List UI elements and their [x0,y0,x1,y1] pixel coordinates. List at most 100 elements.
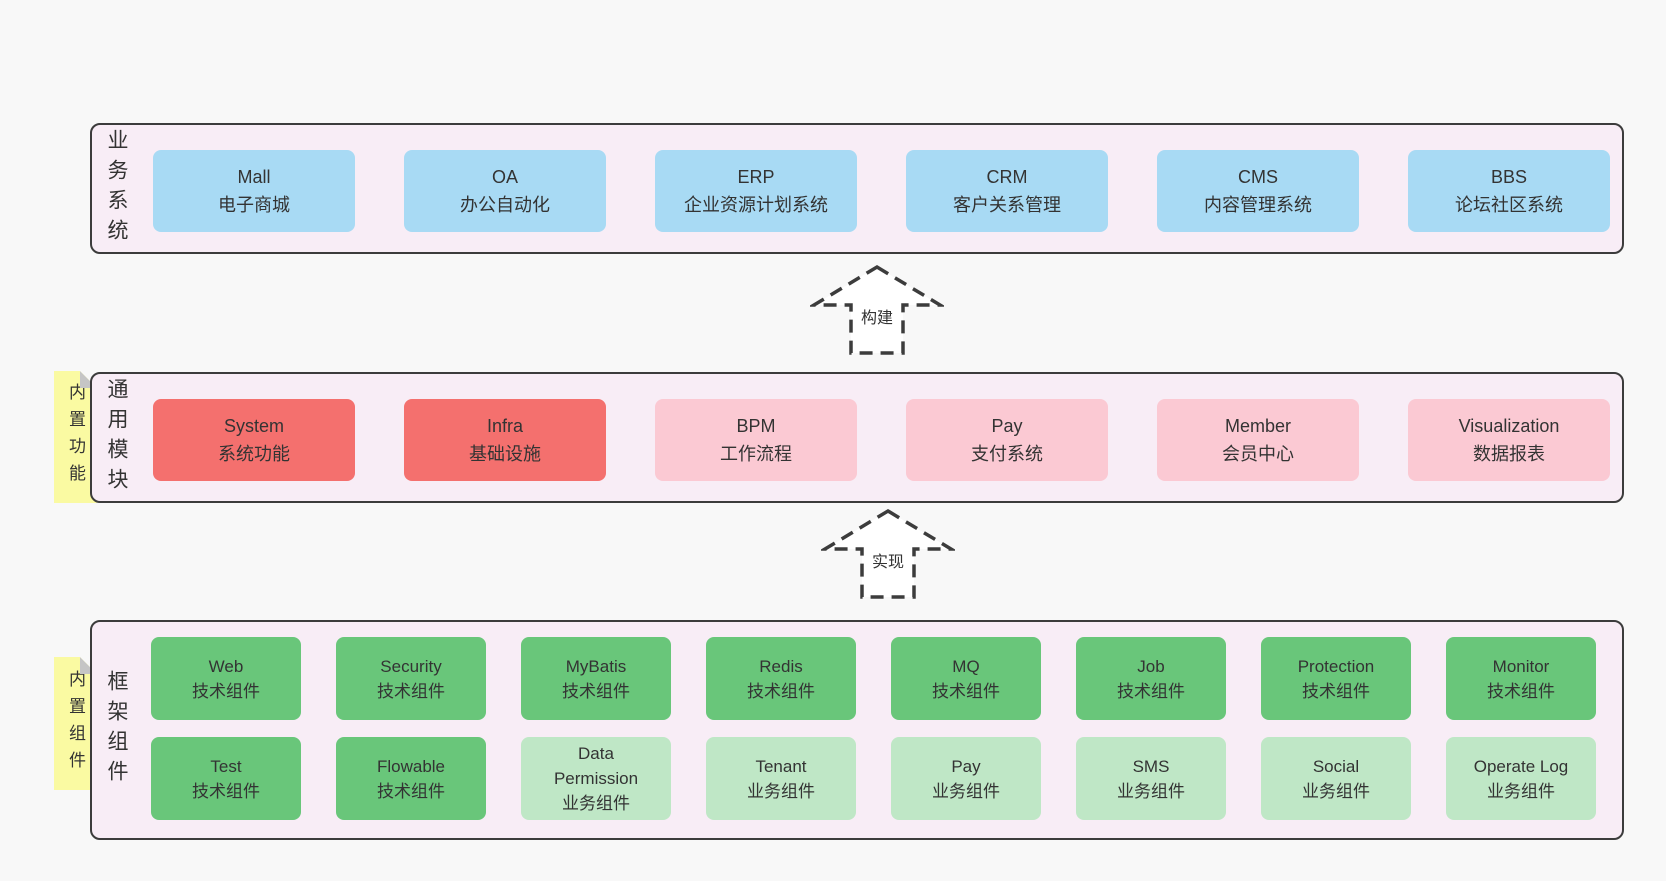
band-label-framework-components: 框架组件 [101,622,131,838]
box-subtitle: 办公自动化 [460,195,550,215]
box-job: Job 技术组件 [1076,637,1226,720]
build-arrow: 构建 [810,264,944,356]
box-title: OA [491,167,518,187]
box-pay-system: Pay 支付系统 [906,399,1108,481]
box-security: Security 技术组件 [336,637,486,720]
box-title: Infra [486,416,524,436]
box-subtitle: 业务组件 [1117,781,1185,801]
box-infra: Infra 基础设施 [404,399,606,481]
box-test: Test 技术组件 [151,737,301,820]
common-modules-row: System 系统功能 Infra 基础设施 BPM 工作流程 Pay 支付系统… [153,399,1610,481]
box-crm: CRM 客户关系管理 [906,150,1108,232]
box-title: Security [380,656,442,676]
box-subtitle: 基础设施 [469,444,541,464]
framework-row-1: Web 技术组件 Security 技术组件 MyBatis 技术组件 Redi… [151,637,1596,720]
box-subtitle: 技术组件 [1302,681,1370,701]
box-title: MyBatis [565,656,627,676]
box-member: Member 会员中心 [1157,399,1359,481]
box-erp: ERP 企业资源计划系统 [655,150,857,232]
box-title: Visualization [1458,416,1560,436]
box-title: BBS [1490,167,1528,187]
box-subtitle: 系统功能 [218,444,290,464]
framework-row-2: Test 技术组件 Flowable 技术组件 Data Permission … [151,737,1596,820]
box-title: Flowable [376,756,446,776]
box-subtitle: 技术组件 [377,681,445,701]
box-subtitle: 业务组件 [747,781,815,801]
box-subtitle: 技术组件 [747,681,815,701]
box-title: System [223,416,284,436]
band-label-business-systems: 业务系统 [101,125,131,252]
box-redis: Redis 技术组件 [706,637,856,720]
box-title: BPM [736,416,776,436]
box-system: System 系统功能 [153,399,355,481]
box-subtitle: 技术组件 [1487,681,1555,701]
box-title: CMS [1238,167,1278,187]
box-bpm: BPM 工作流程 [655,399,857,481]
band-label-common-modules: 通用模块 [101,374,131,501]
box-title: Job [1137,656,1165,676]
box-title: SMS [1132,756,1170,776]
box-subtitle: 会员中心 [1222,444,1294,464]
box-cms: CMS 内容管理系统 [1157,150,1359,232]
implement-arrow: 实现 [821,508,955,600]
box-tenant: Tenant 业务组件 [706,737,856,820]
box-subtitle: 技术组件 [1117,681,1185,701]
box-subtitle: 客户关系管理 [953,195,1061,215]
sticky-note-text: 内置组件 [66,669,85,778]
box-title: Web [208,656,244,676]
arrow-label: 构建 [857,302,897,330]
box-subtitle: 业务组件 [1487,781,1555,801]
sticky-note-builtin-features: 内置功能 [54,371,97,503]
box-title: MQ [952,656,980,676]
box-title: Data Permission [553,744,639,788]
band-business-systems: 业务系统 Mall 电子商城 OA 办公自动化 ERP 企业资源计划系统 CRM… [90,123,1624,254]
box-subtitle: 业务组件 [1302,781,1370,801]
box-monitor: Monitor 技术组件 [1446,637,1596,720]
box-subtitle: 论坛社区系统 [1455,195,1563,215]
box-subtitle: 技术组件 [562,681,630,701]
box-mybatis: MyBatis 技术组件 [521,637,671,720]
band-label-text: 框架组件 [105,670,128,790]
box-subtitle: 业务组件 [562,794,630,813]
box-subtitle: 业务组件 [932,781,1000,801]
sticky-note-text: 内置功能 [66,383,85,491]
box-title: CRM [986,167,1028,187]
box-pay-component: Pay 业务组件 [891,737,1041,820]
box-mq: MQ 技术组件 [891,637,1041,720]
box-title: Protection [1297,656,1375,676]
box-subtitle: 技术组件 [192,781,260,801]
band-label-text: 通用模块 [105,377,128,498]
band-label-text: 业务系统 [105,128,128,249]
box-title: Member [1224,416,1291,436]
box-title: Test [210,756,242,776]
sticky-note-builtin-components: 内置组件 [54,657,97,790]
box-subtitle: 支付系统 [971,444,1043,464]
box-title: Pay [991,416,1023,436]
box-flowable: Flowable 技术组件 [336,737,486,820]
business-systems-row: Mall 电子商城 OA 办公自动化 ERP 企业资源计划系统 CRM 客户关系… [153,150,1610,232]
box-title: Mall [237,167,271,187]
box-title: Tenant [755,756,807,776]
box-title: ERP [737,167,775,187]
box-subtitle: 技术组件 [377,781,445,801]
box-subtitle: 数据报表 [1473,444,1545,464]
band-framework-components: 框架组件 Web 技术组件 Security 技术组件 MyBatis 技术组件… [90,620,1624,840]
band-common-modules: 通用模块 System 系统功能 Infra 基础设施 BPM 工作流程 Pay… [90,372,1624,503]
box-visualization: Visualization 数据报表 [1408,399,1610,481]
box-oa: OA 办公自动化 [404,150,606,232]
box-subtitle: 技术组件 [192,681,260,701]
box-subtitle: 技术组件 [932,681,1000,701]
box-title: Monitor [1492,656,1550,676]
box-title: Social [1312,756,1360,776]
box-subtitle: 内容管理系统 [1204,195,1312,215]
box-subtitle: 企业资源计划系统 [684,195,828,215]
box-data-permission: Data Permission 业务组件 [521,737,671,820]
arrow-label: 实现 [868,546,908,574]
box-mall: Mall 电子商城 [153,150,355,232]
box-subtitle: 工作流程 [720,444,792,464]
box-bbs: BBS 论坛社区系统 [1408,150,1610,232]
box-title: Redis [759,656,803,676]
box-title: Pay [951,756,981,776]
box-subtitle: 电子商城 [218,195,290,215]
